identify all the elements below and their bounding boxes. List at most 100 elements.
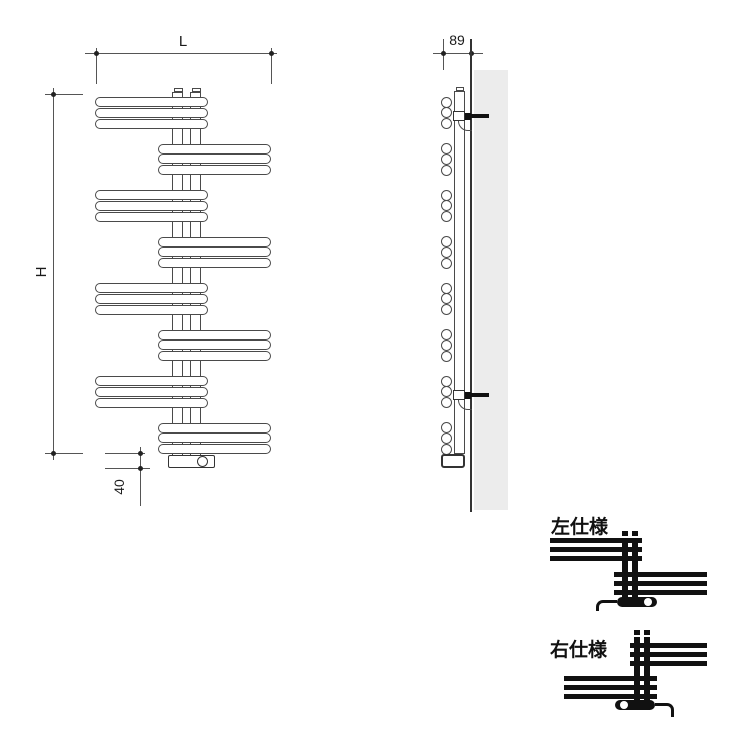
- spec-tube-bar: [564, 694, 657, 699]
- pipe-cap: [174, 88, 183, 92]
- tube-end-circle: [441, 443, 452, 455]
- spec-tube-bar: [614, 572, 707, 577]
- radiator-tube: [95, 211, 208, 222]
- tube-end-circle: [441, 211, 452, 222]
- spec-tube-bar: [614, 581, 707, 586]
- thermostat-knob: [196, 456, 208, 467]
- dim-dot: [137, 465, 143, 471]
- spec-tube-bar: [630, 652, 707, 657]
- spec-pipe: [644, 636, 650, 700]
- radiator-tube: [158, 258, 271, 268]
- radiator-tube: [158, 422, 271, 433]
- spec-tube-bar: [564, 676, 657, 681]
- tube-end-circle: [441, 257, 452, 269]
- spec-tube-bar: [630, 643, 707, 648]
- radiator-tube: [158, 236, 271, 247]
- dim-label-height: H: [33, 266, 50, 278]
- spec-heating-element: [615, 700, 655, 710]
- radiator-tube: [95, 304, 208, 315]
- bracket-clip: [465, 392, 471, 399]
- dim-line-bottom-clearance: [140, 447, 141, 506]
- spec-heating-element: [617, 597, 657, 607]
- tube-end-circle: [441, 397, 452, 408]
- spec-tube-bar: [614, 590, 707, 595]
- dim-label-bottom-clearance: 40: [111, 479, 127, 495]
- tube-end-circle: [441, 375, 452, 387]
- spec-tube-bar: [550, 538, 642, 543]
- radiator-tube: [95, 118, 208, 129]
- dim-line-depth: [433, 53, 483, 54]
- dim-dot: [93, 50, 99, 56]
- tube-end-circle: [441, 143, 452, 154]
- radiator-tube: [95, 190, 208, 200]
- tube-end-circle: [441, 350, 452, 362]
- spec-tube-bar: [550, 547, 642, 552]
- radiator-tube: [95, 283, 208, 293]
- spec-pipe: [634, 630, 640, 635]
- spec-tube-bar: [630, 661, 707, 666]
- radiator-tube: [95, 386, 208, 397]
- dim-extension-left: [96, 48, 97, 84]
- spec-element-indicator: [644, 598, 652, 606]
- bracket-body: [453, 390, 465, 400]
- spec-pipe: [622, 531, 628, 536]
- wall-surface: [474, 70, 508, 510]
- dim-line-height: [53, 88, 54, 460]
- dim-label-width: L: [178, 33, 188, 50]
- pipe-cap: [456, 87, 464, 91]
- tube-end-circle: [441, 189, 452, 201]
- tube-end-circle: [441, 200, 452, 212]
- dim-line-width: [85, 53, 277, 54]
- tube-end-circle: [441, 118, 452, 129]
- radiator-tube: [95, 200, 208, 211]
- radiator-tube: [158, 340, 271, 351]
- tube-end-circle: [441, 236, 452, 247]
- radiator-tube: [158, 351, 271, 361]
- radiator-tube: [158, 329, 271, 340]
- tube-end-circle: [441, 246, 452, 258]
- spec-power-cable: [655, 703, 674, 717]
- radiator-tube: [158, 433, 271, 444]
- radiator-tube: [95, 293, 208, 304]
- dim-dot: [137, 450, 143, 456]
- radiator-tube: [95, 376, 208, 386]
- spec-pipe: [622, 537, 628, 597]
- radiator-tube: [95, 397, 208, 408]
- radiator-tube: [95, 107, 208, 118]
- tube-end-circle: [441, 282, 452, 294]
- tube-end-circle: [441, 153, 452, 165]
- tube-end-circle: [441, 386, 452, 398]
- bracket-clip: [465, 113, 471, 120]
- wall-line: [470, 39, 472, 512]
- bracket-hook: [458, 400, 472, 410]
- tube-end-circle: [441, 96, 452, 108]
- spec-element-indicator: [620, 701, 628, 709]
- radiator-tube: [158, 247, 271, 258]
- spec-pipe: [634, 636, 640, 700]
- collector-pipe-side: [454, 91, 465, 454]
- dim-witness-bottom: [45, 453, 83, 454]
- bracket-hook: [458, 121, 472, 131]
- tube-end-circle: [441, 107, 452, 119]
- dim-witness: [105, 468, 150, 469]
- radiator-tube: [158, 143, 271, 154]
- left-spec-label: 左仕様: [551, 516, 609, 538]
- dim-dot: [440, 50, 446, 56]
- radiator-tube: [158, 154, 271, 165]
- tube-end-circle: [441, 304, 452, 315]
- tube-end-circle: [441, 329, 452, 340]
- tube-end-circle: [441, 293, 452, 305]
- spec-tube-bar: [550, 556, 642, 561]
- dim-witness-top: [45, 94, 83, 95]
- tube-end-circle: [441, 164, 452, 176]
- tube-end-circle: [441, 422, 452, 433]
- radiator-tube: [95, 97, 208, 107]
- spec-power-cable: [596, 600, 617, 611]
- spec-pipe: [632, 537, 638, 597]
- tube-end-circle: [441, 432, 452, 444]
- dim-witness: [105, 453, 145, 454]
- dim-dot: [268, 50, 274, 56]
- bracket-pin: [470, 393, 489, 397]
- dim-dot: [50, 451, 56, 456]
